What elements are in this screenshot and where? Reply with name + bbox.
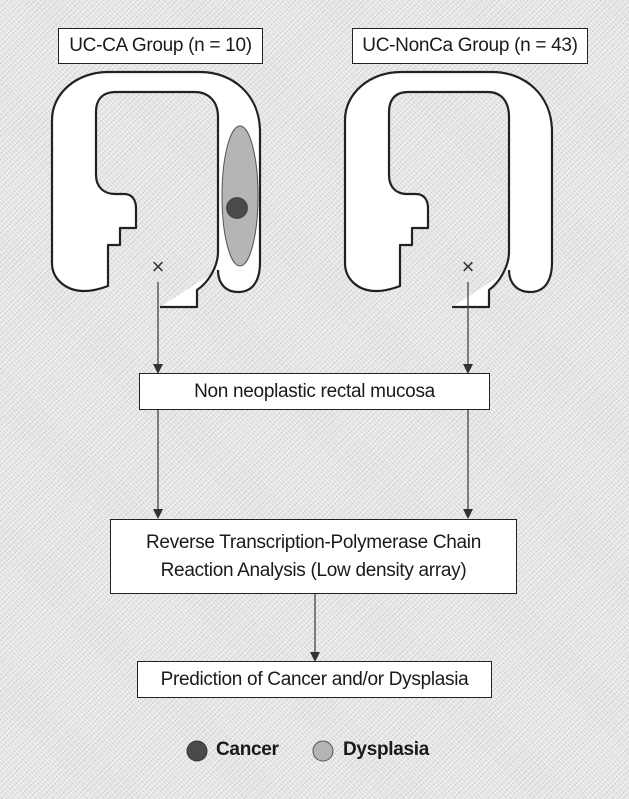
- group-label-uc-ca: UC-CA Group (n = 10): [58, 28, 263, 64]
- legend-cancer-label: Cancer: [216, 739, 279, 761]
- group-label-uc-nonca: UC-NonCa Group (n = 43): [352, 28, 588, 64]
- colon-right: [345, 72, 552, 307]
- legend-dysplasia-label: Dysplasia: [343, 739, 429, 761]
- biopsy-marker-left: ×: [148, 256, 168, 278]
- step-rt-pcr: Reverse Transcription-Polymerase Chain R…: [110, 519, 517, 594]
- dysplasia-region: [222, 126, 258, 266]
- legend-cancer-swatch: [187, 741, 207, 761]
- colon-right-outline: [345, 72, 552, 307]
- connector-arrows: [158, 282, 468, 660]
- cancer-lesion: [226, 197, 248, 219]
- step-prediction: Prediction of Cancer and/or Dysplasia: [137, 661, 492, 698]
- legend-dysplasia-swatch: [313, 741, 333, 761]
- step-mucosa: Non neoplastic rectal mucosa: [139, 373, 490, 410]
- biopsy-marker-right: ×: [458, 256, 478, 278]
